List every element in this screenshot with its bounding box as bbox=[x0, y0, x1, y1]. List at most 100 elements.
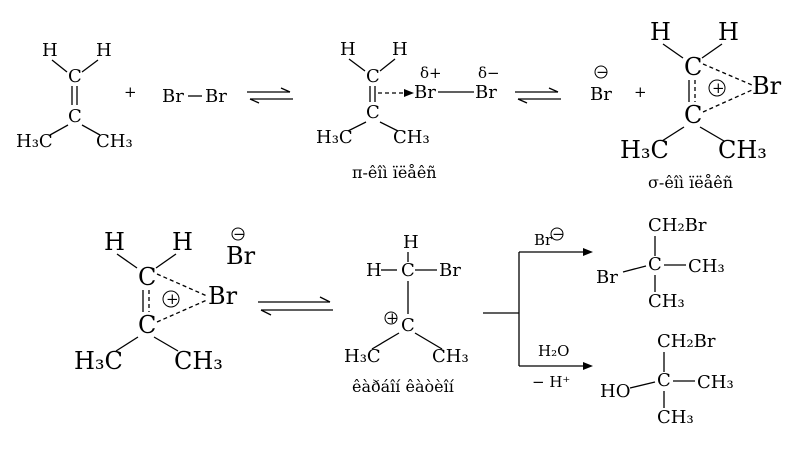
bond bbox=[51, 59, 68, 73]
bond bbox=[662, 43, 684, 59]
atom-c: C bbox=[657, 370, 671, 391]
positive-charge: + bbox=[712, 79, 725, 97]
bond bbox=[116, 253, 138, 269]
product-bromohydrin: CH₂Br C HO CH₃ CH₃ bbox=[600, 331, 734, 428]
atom-ch3: CH₃ bbox=[393, 127, 430, 148]
atom-br: Br bbox=[752, 72, 782, 100]
bond bbox=[379, 121, 399, 132]
atom-c: C bbox=[401, 315, 415, 336]
reagent-bromide: Br bbox=[534, 231, 553, 249]
atom-h3c: H₃C bbox=[74, 347, 123, 375]
partial-charge-plus: δ+ bbox=[420, 64, 442, 82]
bond bbox=[701, 43, 723, 59]
atom-h: H bbox=[172, 228, 193, 256]
plus-sign: + bbox=[124, 83, 137, 101]
atom-h: H bbox=[366, 260, 382, 281]
atom-br: Br bbox=[414, 82, 436, 103]
equilibrium-arrow bbox=[515, 87, 561, 104]
negative-charge-icon bbox=[550, 227, 564, 241]
negative-charge: − bbox=[596, 63, 609, 81]
reagent-water: H₂O bbox=[538, 342, 569, 360]
atom-c: C bbox=[138, 311, 156, 339]
atom-c: C bbox=[68, 66, 82, 87]
atom-h: H bbox=[340, 39, 356, 60]
carbocation: H H C Br + C H₃C CH₃ êàðáîí êàòèîí bbox=[344, 232, 469, 396]
atom-ch3: CH₃ bbox=[718, 136, 767, 164]
atom-h: H bbox=[42, 40, 58, 61]
plus-sign: + bbox=[634, 83, 647, 101]
branch-arrows: Br − H₂O − H⁺ bbox=[483, 225, 593, 391]
positive-charge: + bbox=[166, 290, 179, 308]
caption-carbocation: êàðáîí êàòèîí bbox=[352, 377, 455, 396]
sigma-complex-with-bromide: H H C C H₃C CH₃ Br + − Br bbox=[74, 225, 256, 375]
atom-c: C bbox=[138, 263, 156, 291]
bond bbox=[371, 332, 400, 350]
negative-charge-icon bbox=[231, 227, 245, 241]
bond bbox=[49, 124, 69, 136]
atom-ch3: CH₃ bbox=[432, 346, 469, 367]
atom-ch3: CH₃ bbox=[657, 407, 694, 428]
negative-charge-icon bbox=[594, 65, 608, 79]
bond bbox=[414, 332, 443, 350]
atom-h: H bbox=[403, 232, 419, 253]
bridge-bond bbox=[156, 299, 208, 323]
bridge-bond bbox=[702, 89, 753, 113]
product-dibromide: CH₂Br C Br CH₃ CH₃ bbox=[596, 215, 725, 312]
bromide-anion: − Br bbox=[590, 63, 612, 105]
positive-charge-icon bbox=[162, 290, 180, 308]
atom-ch3: CH₃ bbox=[96, 131, 133, 152]
negative-charge: − bbox=[552, 225, 565, 243]
bridge-bond bbox=[156, 273, 208, 297]
bond bbox=[622, 265, 647, 273]
atom-br: Br bbox=[205, 86, 227, 107]
atom-c: C bbox=[401, 260, 415, 281]
caption-sigma-complex: σ-êîì ïëåêñ bbox=[648, 173, 733, 192]
atom-h: H bbox=[650, 18, 671, 46]
atom-ch3: CH₃ bbox=[697, 372, 734, 393]
isobutylene: H H C C H₃C CH₃ bbox=[16, 40, 133, 152]
atom-br: Br bbox=[590, 84, 612, 105]
bond bbox=[629, 381, 656, 389]
bond bbox=[153, 336, 179, 352]
arrow-head bbox=[404, 89, 414, 97]
bond bbox=[661, 126, 685, 142]
positive-charge-icon bbox=[384, 311, 398, 325]
atom-c: C bbox=[68, 106, 82, 127]
atom-br: Br bbox=[596, 267, 618, 288]
bond bbox=[347, 121, 367, 132]
positive-charge-icon bbox=[708, 79, 726, 97]
partial-charge-minus: δ− bbox=[478, 64, 500, 82]
sigma-complex: H H C C H₃C CH₃ Br + σ-êîì ïëåêñ bbox=[620, 18, 782, 192]
atom-h: H bbox=[392, 39, 408, 60]
atom-br: Br bbox=[208, 282, 238, 310]
bromine-molecule: Br Br bbox=[162, 86, 227, 107]
atom-h3c: H₃C bbox=[16, 131, 53, 152]
atom-h3c: H₃C bbox=[620, 136, 669, 164]
bond bbox=[115, 336, 139, 352]
caption-pi-complex: π-êîì ïëåêñ bbox=[352, 163, 437, 182]
atom-h: H bbox=[718, 18, 739, 46]
atom-br: Br bbox=[439, 260, 461, 281]
atom-h: H bbox=[96, 40, 112, 61]
atom-br: Br bbox=[162, 86, 184, 107]
atom-ch2br: CH₂Br bbox=[657, 331, 716, 352]
atom-br: Br bbox=[475, 82, 497, 103]
bond bbox=[81, 59, 99, 73]
atom-ch3: CH₃ bbox=[688, 256, 725, 277]
atom-h3c: H₃C bbox=[344, 346, 381, 367]
equilibrium-arrow bbox=[258, 296, 333, 316]
bond bbox=[379, 58, 396, 72]
atom-br: Br bbox=[226, 242, 256, 270]
bond bbox=[81, 124, 101, 136]
atom-ho: HO bbox=[600, 381, 630, 402]
atom-c: C bbox=[366, 102, 380, 123]
atom-c: C bbox=[648, 254, 662, 275]
atom-ch3: CH₃ bbox=[174, 347, 223, 375]
atom-c: C bbox=[684, 53, 702, 81]
byproduct-proton: − H⁺ bbox=[532, 373, 570, 391]
atom-c: C bbox=[366, 66, 380, 87]
negative-charge: − bbox=[233, 225, 246, 243]
bridge-bond bbox=[702, 63, 753, 86]
equilibrium-arrow bbox=[247, 87, 293, 104]
